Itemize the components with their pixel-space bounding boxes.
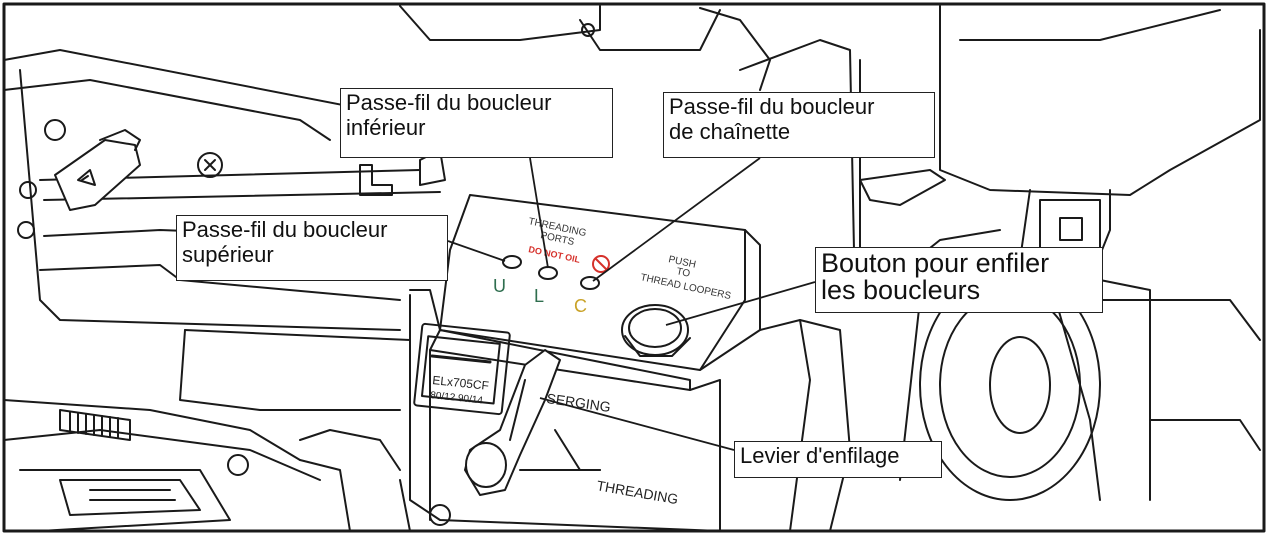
- callout-threading-lever-label: Levier d'enfilage: [740, 443, 900, 468]
- callout-lower-looper-line2: inférieur: [346, 114, 426, 140]
- leader-upper-looper: [447, 240, 506, 262]
- port-l-label: L: [534, 286, 544, 306]
- callout-thread-loopers-button: Bouton pour enfiler les boucleurs: [815, 247, 1103, 313]
- port-u-label: U: [493, 276, 506, 296]
- needle-model-label: ELx705CF: [432, 373, 490, 393]
- feed-mechanism: [3, 399, 451, 532]
- needle-sizes-label: 80/12 90/14: [430, 390, 484, 407]
- leader-chain-looper: [592, 157, 761, 282]
- callout-thread-button-line1: Bouton pour enfiler: [821, 248, 1050, 278]
- callout-upper-looper-line1: Passe-fil du boucleur: [182, 217, 388, 242]
- callout-threading-lever: Levier d'enfilage: [734, 441, 942, 478]
- left-knob: [54, 129, 141, 211]
- callout-lower-looper-port: Passe-fil du boucleur inférieur: [340, 88, 613, 158]
- callout-upper-looper-line2: supérieur: [182, 241, 274, 267]
- threading-label: THREADING: [595, 477, 679, 507]
- callout-thread-button-line2: les boucleurs: [821, 275, 981, 305]
- leader-lines: [447, 157, 816, 451]
- no-oil-warning-icon: [592, 255, 610, 273]
- leader-thread-button: [665, 281, 816, 326]
- threading-lever: [464, 349, 601, 496]
- callout-chain-looper-line2: de chaînette: [669, 118, 791, 144]
- port-c-label: C: [574, 296, 587, 316]
- push-label-2: TO: [675, 266, 691, 280]
- callout-chain-looper-port: Passe-fil du boucleur de chaînette: [663, 92, 935, 158]
- leader-lower-looper: [529, 157, 549, 269]
- threading-ports: [502, 255, 600, 290]
- callout-upper-looper-port: Passe-fil du boucleur supérieur: [176, 215, 448, 281]
- push-thread-loopers-button: [621, 304, 691, 357]
- callout-lower-looper-line1: Passe-fil du boucleur: [346, 90, 552, 115]
- callout-chain-looper-line1: Passe-fil du boucleur: [669, 94, 875, 119]
- needle-label-plate: [413, 322, 511, 416]
- leader-threading-lever: [539, 397, 735, 451]
